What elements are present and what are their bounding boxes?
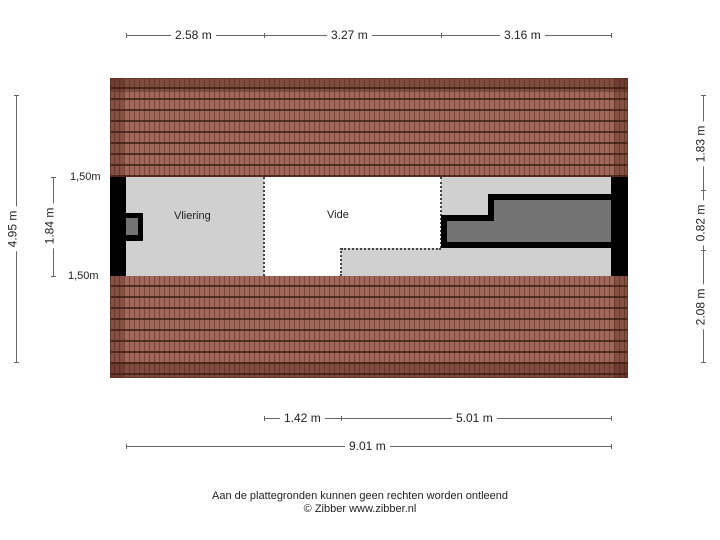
dim-left-total: 4.95 m [5, 206, 20, 252]
dim-left-inner: 1.84 m [42, 203, 57, 249]
height-label-bottom: 1,50m [68, 269, 99, 283]
dim-top-3: 3.16 m [500, 28, 545, 42]
dim-right-2: 0.82 m [693, 200, 708, 246]
dim-bottom-total: 9.01 m [345, 439, 390, 453]
dimension-tick [126, 33, 127, 38]
dimension-tick [701, 190, 706, 191]
dim-right-1: 1.83 m [693, 121, 708, 167]
disclaimer-text: Aan de plattegronden kunnen geen rechten… [211, 490, 508, 502]
roof-edge [110, 362, 628, 378]
vide-boundary [263, 177, 265, 276]
dimension-tick [611, 416, 612, 421]
room-label-vide: Vide [327, 209, 349, 221]
room-label-vliering: Vliering [174, 210, 211, 222]
roof-edge [110, 78, 628, 92]
dimension-tick [14, 362, 19, 363]
dimension-tick [51, 177, 56, 178]
dimension-tick [126, 444, 127, 449]
dimension-tick [701, 95, 706, 96]
staircase [494, 200, 611, 242]
vide-boundary [440, 177, 442, 248]
dimension-tick [701, 362, 706, 363]
dimension-line [264, 418, 611, 419]
dim-top-1: 2.58 m [171, 28, 216, 42]
right-wall [611, 177, 628, 276]
staircase [447, 221, 507, 242]
copyright-text: © Zibber www.zibber.nl [303, 503, 417, 515]
room-vliering [126, 177, 264, 276]
dimension-tick [341, 416, 342, 421]
dimension-tick [51, 276, 56, 277]
room-right-lower [341, 248, 611, 276]
chimney-core [126, 218, 138, 235]
dimension-tick [441, 33, 442, 38]
vide-boundary [340, 248, 342, 276]
dimension-tick [701, 250, 706, 251]
dim-top-2: 3.27 m [327, 28, 372, 42]
dimension-tick [264, 416, 265, 421]
left-wall [110, 177, 126, 276]
dim-bottom-1: 1.42 m [280, 411, 325, 425]
dim-right-3: 2.08 m [693, 284, 708, 330]
dimension-tick [611, 33, 612, 38]
dimension-tick [611, 444, 612, 449]
dimension-tick [264, 33, 265, 38]
dim-bottom-2: 5.01 m [452, 411, 497, 425]
height-label-top: 1,50m [70, 170, 101, 184]
dimension-tick [14, 95, 19, 96]
vide-boundary [341, 248, 441, 250]
